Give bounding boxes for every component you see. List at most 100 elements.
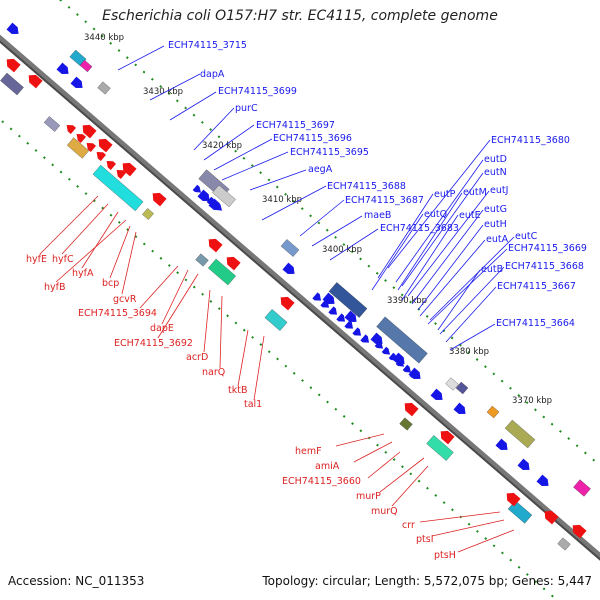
forward-gene-arrow: [344, 310, 357, 323]
gene-label[interactable]: ECH74115_3664: [496, 318, 575, 329]
gene-label[interactable]: tktB: [228, 385, 247, 396]
reverse-gene-arrow-shape: [76, 134, 87, 143]
map-title: Escherichia coli O157:H7 str. EC4115, co…: [102, 8, 498, 24]
forward-gene-arrow-shape: [536, 474, 549, 487]
reverse-gene-arrow: [82, 124, 97, 139]
gene-box-body: [376, 316, 428, 364]
gene-label[interactable]: eutG: [484, 204, 507, 215]
gene-label[interactable]: ECH74115_3668: [505, 261, 584, 272]
reverse-gene-arrow-shape: [226, 256, 241, 271]
gene-label[interactable]: ECH74115_3667: [497, 281, 576, 292]
gene-label[interactable]: hyfB: [44, 282, 66, 293]
gene-label[interactable]: dapE: [150, 323, 174, 334]
gene-label[interactable]: eutC: [515, 231, 538, 242]
gene-label[interactable]: murQ: [371, 506, 398, 517]
forward-gene-arrow: [495, 438, 508, 451]
forward-gene-arrow: [56, 62, 69, 75]
gene-label[interactable]: gcvR: [113, 294, 137, 305]
forward-connector: [203, 124, 255, 161]
gene-label[interactable]: eutJ: [490, 185, 508, 196]
forward-gene-arrow: [536, 474, 549, 487]
gene-label[interactable]: tal1: [244, 399, 262, 410]
forward-connector: [437, 269, 481, 331]
gene-label[interactable]: eutP: [434, 189, 456, 200]
gene-label[interactable]: ptsH: [434, 550, 456, 561]
forward-gene-arrow-shape: [395, 358, 405, 367]
gene-label[interactable]: ECH74115_3683: [380, 223, 459, 234]
gene-label[interactable]: eutD: [484, 154, 507, 165]
gene-label[interactable]: hyfC: [52, 254, 74, 265]
gene-label[interactable]: amiA: [315, 461, 340, 472]
reverse-gene-arrow: [226, 256, 241, 271]
reverse-gene-arrow: [116, 170, 127, 179]
forward-gene-arrow: [381, 346, 391, 355]
gene-label[interactable]: ptsI: [416, 534, 434, 545]
scale-tick: 3430 kbp: [143, 87, 183, 97]
gene-box-body: [79, 59, 93, 73]
gene-label[interactable]: ECH74115_3680: [491, 135, 570, 146]
gene-label[interactable]: murP: [356, 491, 381, 502]
gene-label[interactable]: hyfE: [26, 254, 47, 265]
reverse-gene-arrow-shape: [152, 192, 167, 207]
outer-dotted-track: [58, 0, 600, 467]
gene-label[interactable]: aegA: [308, 164, 333, 175]
gene-label[interactable]: narQ: [202, 367, 225, 378]
gene-box-body: [92, 164, 144, 212]
feature-layer: [0, 22, 591, 551]
forward-connector: [407, 190, 490, 297]
gene-label[interactable]: ECH74115_3660: [282, 476, 361, 487]
gene-label[interactable]: eutM: [463, 187, 487, 198]
forward-gene-arrow-shape: [344, 310, 357, 323]
forward-gene-arrow: [282, 262, 295, 275]
reverse-connector: [431, 519, 505, 537]
gene-box: [376, 316, 428, 364]
genome-summary-text: Topology: circular; Length: 5,572,075 bp…: [262, 574, 592, 588]
gene-label[interactable]: ECH74115_3669: [508, 243, 587, 254]
gene-label[interactable]: eutH: [484, 219, 507, 230]
forward-connector: [429, 236, 515, 321]
gene-label[interactable]: eutB: [481, 264, 503, 275]
gene-box: [66, 137, 90, 159]
gene-label[interactable]: ECH74115_3694: [78, 308, 157, 319]
gene-label[interactable]: ECH74115_3696: [273, 133, 352, 144]
gene-box: [43, 116, 61, 132]
gene-label[interactable]: ECH74115_3692: [114, 338, 193, 349]
forward-connector: [397, 192, 463, 291]
gene-label[interactable]: dapA: [200, 69, 225, 80]
reverse-gene-arrow-shape: [116, 170, 127, 179]
gene-label[interactable]: ECH74115_3688: [327, 181, 406, 192]
gene-label[interactable]: ECH74115_3687: [345, 195, 424, 206]
gene-box: [504, 419, 536, 449]
gene-label[interactable]: eutE: [459, 210, 481, 221]
forward-gene-arrow: [312, 292, 322, 301]
gene-label[interactable]: eutQ: [424, 209, 447, 220]
gene-label[interactable]: eutN: [484, 167, 507, 178]
forward-gene-arrow: [430, 388, 443, 401]
gene-label[interactable]: bcp: [102, 278, 119, 289]
reverse-connector: [39, 195, 99, 255]
gene-label[interactable]: hyfA: [72, 268, 94, 279]
reverse-connector: [391, 465, 429, 507]
gene-label[interactable]: hemF: [295, 446, 322, 457]
forward-gene-arrow-shape: [312, 292, 322, 301]
gene-label[interactable]: ECH74115_3697: [256, 120, 335, 131]
gene-label[interactable]: acrD: [186, 352, 208, 363]
gene-label[interactable]: ECH74115_3699: [218, 86, 297, 97]
forward-gene-arrow-shape: [344, 320, 354, 329]
forward-gene-arrow: [199, 190, 209, 199]
gene-label[interactable]: eutA: [486, 234, 509, 245]
gene-label[interactable]: ECH74115_3695: [290, 147, 369, 158]
forward-connector: [299, 199, 345, 237]
reverse-connector: [457, 529, 515, 553]
reverse-connector: [219, 295, 223, 369]
gene-box: [142, 208, 154, 220]
gene-label[interactable]: ECH74115_3715: [168, 40, 247, 51]
reverse-gene-arrow: [96, 152, 107, 161]
reverse-gene-arrow-shape: [280, 296, 295, 311]
gene-label[interactable]: maeB: [364, 210, 391, 221]
gene-label[interactable]: purC: [235, 103, 258, 114]
reverse-gene-arrow: [122, 162, 137, 177]
gene-label[interactable]: crr: [402, 520, 415, 531]
forward-connector: [401, 214, 459, 301]
forward-gene-arrow-shape: [381, 346, 391, 355]
